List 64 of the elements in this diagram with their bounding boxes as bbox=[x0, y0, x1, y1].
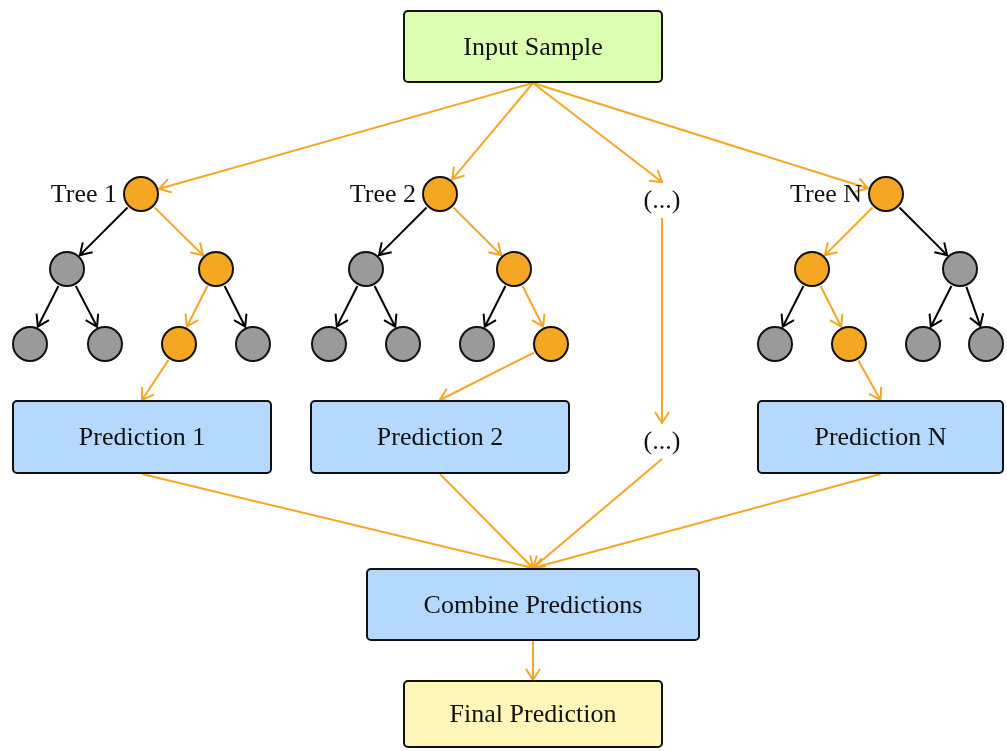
arrow bbox=[153, 206, 204, 257]
tree-node-circle bbox=[348, 251, 384, 287]
tree-node-circle bbox=[235, 326, 271, 362]
arrow bbox=[654, 217, 670, 424]
arrow bbox=[158, 82, 534, 194]
tree-node-circle bbox=[496, 251, 532, 287]
tree-node-circle bbox=[311, 326, 347, 362]
arrow bbox=[74, 284, 100, 328]
tree-node-circle bbox=[533, 326, 569, 362]
tree-node-circle bbox=[831, 326, 867, 362]
tree-label: Tree 1 bbox=[50, 179, 117, 209]
arrow bbox=[521, 284, 546, 328]
tree-node-circle bbox=[198, 251, 234, 287]
tree-label: Tree 2 bbox=[349, 179, 416, 209]
ellipsis-label: (...) bbox=[643, 185, 681, 215]
tree-node-circle bbox=[942, 251, 978, 287]
arrow bbox=[819, 284, 844, 328]
arrow bbox=[439, 473, 534, 569]
process-box bbox=[403, 680, 663, 748]
tree-node-circle bbox=[905, 326, 941, 362]
tree-node-circle bbox=[794, 251, 830, 287]
arrow bbox=[141, 358, 170, 401]
arrow bbox=[857, 359, 883, 401]
arrow bbox=[898, 206, 949, 257]
process-box bbox=[403, 10, 663, 83]
ellipsis-label: (...) bbox=[643, 426, 681, 456]
arrow bbox=[35, 284, 60, 328]
tree-node-circle bbox=[459, 326, 495, 362]
tree-node-circle bbox=[49, 251, 85, 287]
process-box bbox=[310, 400, 570, 474]
arrow bbox=[373, 284, 398, 328]
arrow bbox=[439, 351, 536, 403]
arrow bbox=[928, 284, 953, 328]
arrow bbox=[823, 206, 874, 257]
process-box bbox=[366, 568, 700, 641]
arrow bbox=[377, 206, 428, 257]
tree-label: Tree N bbox=[790, 179, 862, 209]
box-label: Prediction N bbox=[814, 422, 947, 452]
box-label: Input Sample bbox=[463, 31, 603, 62]
box-label: Prediction 1 bbox=[78, 422, 206, 452]
arrow bbox=[452, 206, 503, 257]
tree-node-circle bbox=[757, 326, 793, 362]
tree-node-circle bbox=[968, 326, 1004, 362]
arrow bbox=[78, 206, 129, 257]
arrow bbox=[334, 284, 359, 328]
arrow bbox=[780, 284, 805, 328]
tree-node-circle bbox=[385, 326, 421, 362]
box-label: Final Prediction bbox=[449, 699, 617, 729]
arrow bbox=[532, 82, 663, 183]
arrow bbox=[532, 82, 869, 193]
tree-node-circle bbox=[87, 326, 123, 362]
tree-node-circle bbox=[161, 326, 197, 362]
box-label: Combine Predictions bbox=[423, 589, 643, 620]
arrow bbox=[482, 284, 507, 328]
arrow bbox=[965, 285, 985, 327]
arrow bbox=[525, 640, 541, 681]
process-box bbox=[12, 400, 272, 474]
arrow bbox=[223, 284, 248, 328]
tree-node-circle bbox=[12, 326, 48, 362]
box-label: Prediction 2 bbox=[376, 422, 504, 452]
arrow bbox=[532, 458, 663, 569]
process-box bbox=[757, 400, 1004, 474]
arrow bbox=[184, 284, 209, 328]
arrow bbox=[451, 82, 534, 181]
